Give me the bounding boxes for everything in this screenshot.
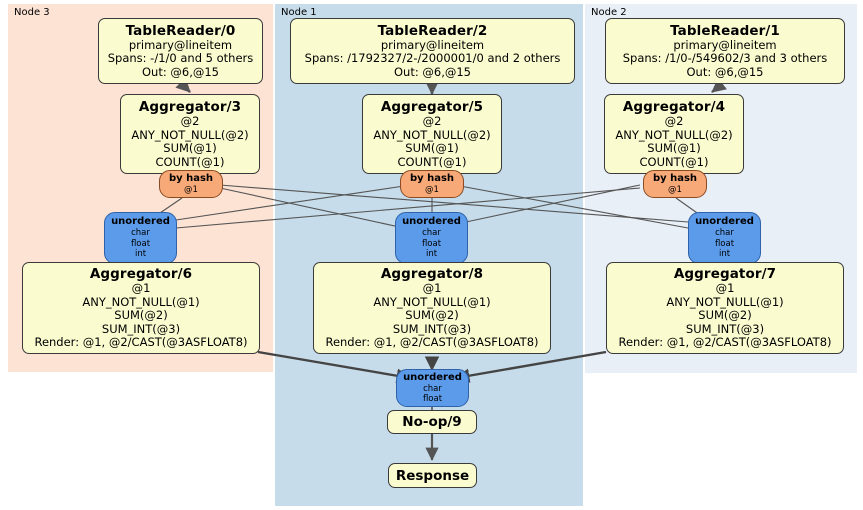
node-detail-line: SUM(@1) bbox=[163, 141, 217, 155]
synchronizer-type: float bbox=[130, 238, 151, 249]
router-title: by hash bbox=[168, 172, 214, 184]
node-title: Response bbox=[395, 467, 470, 484]
router-by-hash-left[interactable]: by hash @1 bbox=[159, 170, 223, 198]
node-detail-line: SUM(@1) bbox=[405, 141, 459, 155]
node-detail-line: SUM(@2) bbox=[698, 308, 752, 323]
node-detail-line: SUM_INT(@3) bbox=[101, 321, 181, 336]
synchronizer-type: char bbox=[131, 228, 150, 239]
node-detail-line: Out: @6,@15 bbox=[394, 64, 471, 79]
node-detail-line: Out: @6,@15 bbox=[142, 64, 219, 79]
node-title: Aggregator/7 bbox=[673, 266, 777, 283]
router-title: by hash bbox=[652, 172, 698, 184]
node-detail-line: COUNT(@1) bbox=[155, 154, 225, 169]
node-aggregator-7[interactable]: Aggregator/7 @1 ANY_NOT_NULL(@1) SUM(@2)… bbox=[606, 262, 844, 354]
node-detail-line: @2 bbox=[180, 114, 200, 128]
node-detail-line: ANY_NOT_NULL(@2) bbox=[131, 127, 249, 142]
synchronizer-type: int bbox=[425, 249, 438, 260]
node-detail-line: Out: @6,@15 bbox=[686, 64, 764, 79]
node-title: TableReader/2 bbox=[377, 22, 488, 39]
synchronizer-type: float bbox=[421, 238, 442, 249]
node-detail-line: SUM(@2) bbox=[405, 308, 459, 323]
node-aggregator-4[interactable]: Aggregator/4 @2 ANY_NOT_NULL(@2) SUM(@1)… bbox=[604, 94, 744, 174]
node-detail-line: SUM_INT(@3) bbox=[392, 321, 472, 336]
node-aggregator-6[interactable]: Aggregator/6 @1 ANY_NOT_NULL(@1) SUM(@2)… bbox=[22, 262, 260, 354]
node-aggregator-5[interactable]: Aggregator/5 @2 ANY_NOT_NULL(@2) SUM(@1)… bbox=[362, 94, 502, 174]
node-detail-line: SUM(@2) bbox=[114, 308, 168, 323]
node-detail-line: ANY_NOT_NULL(@1) bbox=[666, 294, 784, 309]
router-column: @1 bbox=[668, 184, 682, 195]
node-panel-label-node2: Node 2 bbox=[591, 7, 627, 18]
node-table-reader-1[interactable]: TableReader/1 primary@lineitem Spans: /1… bbox=[605, 18, 845, 84]
router-column: @1 bbox=[425, 184, 439, 195]
node-detail-line: @1 bbox=[715, 281, 735, 296]
node-detail-line: primary@lineitem bbox=[673, 37, 777, 52]
node-title: Aggregator/5 bbox=[380, 99, 484, 115]
node-panel-label-node1: Node 1 bbox=[281, 7, 317, 18]
node-render-line: Render: @1, @2/CAST(@3ASFLOAT8) bbox=[34, 335, 248, 350]
synchronizer-unordered-right[interactable]: unordered char float int bbox=[688, 212, 761, 264]
node-detail-line: @2 bbox=[422, 114, 442, 128]
synchronizer-type: int bbox=[718, 249, 731, 260]
synchronizer-type: char bbox=[715, 228, 734, 239]
node-detail-line: ANY_NOT_NULL(@1) bbox=[373, 294, 491, 309]
node-detail-line: primary@lineitem bbox=[128, 37, 233, 52]
node-aggregator-3[interactable]: Aggregator/3 @2 ANY_NOT_NULL(@2) SUM(@1)… bbox=[120, 94, 260, 174]
node-title: No-op/9 bbox=[402, 414, 462, 430]
router-by-hash-center[interactable]: by hash @1 bbox=[400, 170, 464, 198]
synchronizer-unordered-left[interactable]: unordered char float int bbox=[104, 212, 177, 264]
node-detail-line: @2 bbox=[664, 114, 684, 128]
node-title: Aggregator/8 bbox=[380, 266, 484, 283]
node-detail-line: ANY_NOT_NULL(@2) bbox=[615, 127, 733, 142]
node-detail-line: Spans: /1792327/2-/2000001/0 and 2 other… bbox=[304, 51, 561, 66]
node-detail-line: COUNT(@1) bbox=[639, 154, 709, 169]
node-render-line: Render: @1, @2/CAST(@3ASFLOAT8) bbox=[325, 335, 539, 350]
node-detail-line: Spans: /1/0-/549602/3 and 3 others bbox=[622, 51, 828, 66]
node-title: Aggregator/3 bbox=[138, 99, 242, 115]
synchronizer-title: unordered bbox=[403, 371, 462, 383]
node-title: Aggregator/6 bbox=[89, 266, 193, 283]
synchronizer-unordered-final[interactable]: unordered char float bbox=[396, 369, 469, 407]
node-detail-line: @1 bbox=[131, 281, 151, 296]
node-detail-line: ANY_NOT_NULL(@1) bbox=[82, 294, 200, 309]
node-render-line: Render: @1, @2/CAST(@3ASFLOAT8) bbox=[618, 335, 832, 350]
node-detail-line: @1 bbox=[422, 281, 442, 296]
synchronizer-type: float bbox=[714, 238, 735, 249]
node-table-reader-2[interactable]: TableReader/2 primary@lineitem Spans: /1… bbox=[290, 18, 575, 84]
node-title: TableReader/1 bbox=[670, 22, 780, 39]
node-detail-line: SUM(@1) bbox=[647, 141, 701, 155]
synchronizer-unordered-center[interactable]: unordered char float int bbox=[395, 212, 468, 264]
node-table-reader-0[interactable]: TableReader/0 primary@lineitem Spans: -/… bbox=[98, 18, 263, 84]
node-detail-line: primary@lineitem bbox=[380, 37, 485, 52]
node-detail-line: COUNT(@1) bbox=[397, 154, 467, 169]
node-title: Aggregator/4 bbox=[622, 99, 726, 115]
node-panel-label-node3: Node 3 bbox=[14, 7, 50, 18]
node-aggregator-8[interactable]: Aggregator/8 @1 ANY_NOT_NULL(@1) SUM(@2)… bbox=[313, 262, 551, 354]
node-detail-line: ANY_NOT_NULL(@2) bbox=[373, 127, 491, 142]
node-detail-line: SUM_INT(@3) bbox=[685, 321, 765, 336]
synchronizer-type: char bbox=[423, 383, 442, 394]
node-detail-line: Spans: -/1/0 and 5 others bbox=[107, 51, 254, 66]
synchronizer-title: unordered bbox=[402, 216, 461, 228]
node-response[interactable]: Response bbox=[388, 463, 477, 488]
router-by-hash-right[interactable]: by hash @1 bbox=[643, 170, 707, 198]
synchronizer-type: float bbox=[422, 394, 443, 404]
synchronizer-title: unordered bbox=[695, 216, 754, 228]
node-noop-9[interactable]: No-op/9 bbox=[387, 410, 477, 434]
router-title: by hash bbox=[409, 172, 455, 184]
synchronizer-type: int bbox=[134, 249, 147, 260]
node-title: TableReader/0 bbox=[125, 22, 236, 39]
router-column: @1 bbox=[184, 184, 198, 195]
synchronizer-type: char bbox=[422, 228, 441, 239]
synchronizer-title: unordered bbox=[111, 216, 170, 228]
